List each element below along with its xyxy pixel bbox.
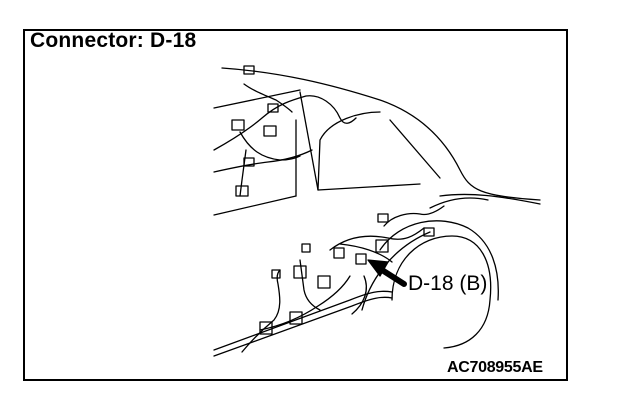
side-sill [213, 290, 393, 357]
lower-harness [241, 205, 445, 353]
connector-callout-label: D-18 (B) [408, 272, 488, 295]
figure-frame [23, 29, 568, 381]
diagram-title: Connector: D-18 [30, 29, 197, 52]
upper-harness [213, 65, 357, 197]
car-body-outline [213, 67, 541, 216]
callout-arrow [367, 259, 407, 287]
figure-code: AC708955AE [447, 359, 543, 376]
